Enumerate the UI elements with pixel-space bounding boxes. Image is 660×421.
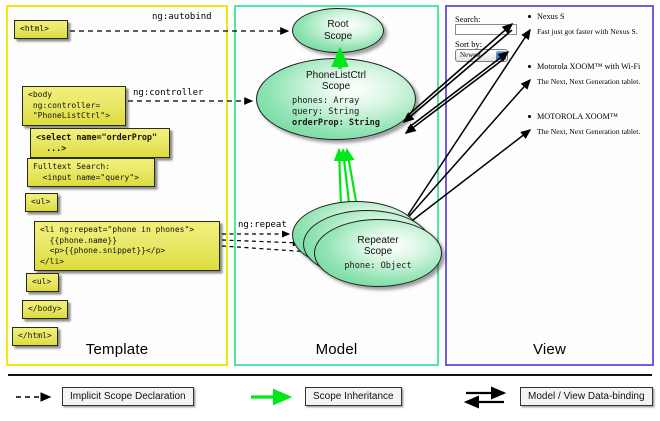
phone-name: Motorola XOOM™ with Wi-Fi — [537, 62, 641, 71]
scope-prop-query: query: String — [292, 106, 360, 117]
legend-label-scope-inheritance: Scope Inheritance — [305, 387, 402, 406]
code-box-ul-close: <ul> — [26, 273, 59, 292]
search-input[interactable] — [455, 24, 517, 35]
view-panel-label: View — [532, 341, 567, 358]
connector-label-ng-autobind: ng:autobind — [152, 12, 212, 22]
legend-item-implicit-scope-declaration: Implicit Scope Declaration — [14, 386, 194, 408]
sort-by-value: Newest — [460, 51, 481, 59]
repeater-scope-props: phone: Object — [344, 261, 411, 272]
double-arrow-icon — [463, 386, 507, 409]
phonelistctrl-scope-ellipse: PhoneListCtrl Scope phones: Array query:… — [256, 58, 416, 140]
solid-arrow-icon — [251, 388, 293, 406]
phone-name: MOTOROLA XOOM™ — [537, 112, 618, 121]
search-label: Search: — [455, 14, 481, 24]
phonelistctrl-scope-title: PhoneListCtrl Scope — [305, 69, 367, 93]
template-panel-label: Template — [85, 341, 149, 358]
repeater-scope-title: Repeater Scope — [357, 234, 399, 258]
connector-label-ng-repeat: ng:repeat — [238, 220, 287, 230]
legend-item-model-view-data-binding: Model / View Data-binding — [463, 386, 653, 409]
code-box-html-close: </html> — [12, 327, 58, 346]
dashed-arrow-icon — [16, 392, 52, 402]
legend-label-model-view-data-binding: Model / View Data-binding — [520, 387, 653, 406]
code-box-fulltext-search: Fulltext Search: <input name="query"> — [27, 158, 155, 188]
code-box-body-open: <body ng:controller= "PhoneListCtrl"> — [22, 86, 126, 126]
code-box-li-repeat: <li ng:repeat="phone in phones"> {{phone… — [34, 221, 220, 272]
connector-label-ng-controller: ng:controller — [133, 88, 204, 98]
repeater-scope-ellipse: Repeater Scope phone: Object — [314, 219, 442, 287]
legend-item-scope-inheritance: Scope Inheritance — [249, 386, 402, 408]
phone-name: Nexus S — [537, 12, 565, 21]
list-bullet-icon — [528, 115, 531, 118]
root-scope-ellipse: Root Scope — [292, 8, 384, 53]
phone-list-item-2: MOTOROLA XOOM™ The Next, Next Generation… — [528, 112, 641, 136]
list-bullet-icon — [528, 65, 531, 68]
legend-label-implicit-scope-declaration: Implicit Scope Declaration — [62, 387, 194, 406]
scope-prop-phones: phones: Array — [292, 95, 360, 106]
scope-prop-orderprop: orderProp: String — [292, 117, 380, 128]
code-box-body-close: </body> — [22, 300, 68, 319]
phone-snippet: The Next, Next Generation tablet. — [537, 127, 641, 136]
phone-snippet: Fast just got faster with Nexus S. — [537, 27, 638, 36]
code-box-select-tag: <select name="orderProp" ...> — [30, 128, 170, 159]
sort-by-select[interactable]: Newest — [455, 49, 508, 62]
code-box-html-open: <html> — [14, 20, 68, 39]
legend-divider — [8, 374, 652, 376]
legend: Implicit Scope Declaration Scope Inherit… — [0, 374, 660, 421]
root-scope-title: Root Scope — [323, 19, 353, 42]
list-bullet-icon — [528, 15, 531, 18]
scope-prop-phone: phone: Object — [344, 260, 412, 271]
phone-list-item-0: Nexus S Fast just got faster with Nexus … — [528, 12, 638, 36]
phone-snippet: The Next, Next Generation tablet. — [537, 77, 641, 86]
sort-by-label: Sort by: — [455, 39, 483, 49]
phonelistctrl-scope-props: phones: Array query: String orderProp: S… — [292, 96, 380, 129]
chevron-down-icon — [496, 51, 506, 60]
code-box-ul-open: <ul> — [25, 193, 58, 212]
model-panel-label: Model — [315, 341, 358, 358]
phone-list-item-1: Motorola XOOM™ with Wi-Fi The Next, Next… — [528, 62, 641, 86]
